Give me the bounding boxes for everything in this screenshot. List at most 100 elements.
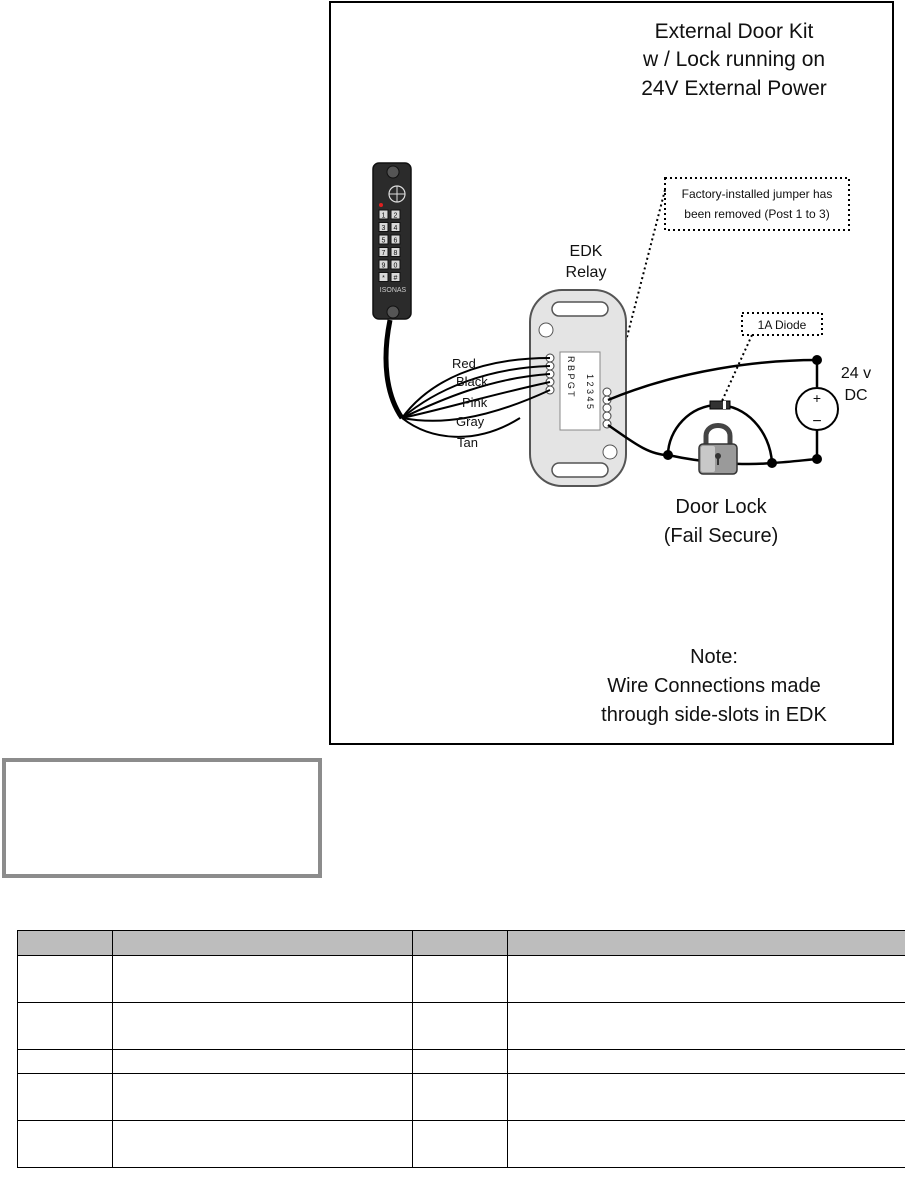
keypad-key bbox=[378, 247, 389, 257]
relay-label-line-1: EDK bbox=[570, 243, 603, 260]
table-header-cell bbox=[112, 930, 413, 956]
wire-label-tan: Tan bbox=[457, 435, 478, 450]
table-row bbox=[17, 1002, 905, 1050]
wire-label-gray: Gray bbox=[456, 414, 485, 429]
diode-callout-label: 1A Diode bbox=[758, 318, 807, 332]
relay-terminal-letters: R B P G T bbox=[566, 356, 576, 397]
title-line-1: External Door Kit bbox=[655, 20, 814, 43]
table-header-row bbox=[17, 930, 905, 956]
diode-leader-line bbox=[721, 334, 753, 402]
table-cell bbox=[112, 1049, 413, 1074]
table-cell bbox=[17, 1073, 113, 1121]
positive-wire bbox=[607, 358, 818, 402]
relay-label-line-2: Relay bbox=[566, 264, 607, 281]
screw-icon bbox=[602, 444, 618, 460]
keypad-key-label: 8 bbox=[394, 250, 398, 257]
table-row bbox=[17, 955, 905, 1003]
isonas-reader: 1 2 3 4 5 6 7 8 9 0 * # ISONAS bbox=[372, 162, 412, 320]
keypad-key bbox=[390, 272, 401, 282]
keypad-key bbox=[378, 209, 389, 220]
table-cell bbox=[412, 1120, 508, 1168]
lock-label-line-1: Door Lock bbox=[675, 496, 767, 518]
keypad-key bbox=[390, 259, 401, 270]
wire-label-black: Black bbox=[456, 374, 488, 389]
table-cell bbox=[412, 1073, 508, 1121]
table-cell bbox=[412, 955, 508, 1003]
junction-dot bbox=[663, 450, 673, 460]
table-cell bbox=[112, 1002, 413, 1050]
relay-bottom-slot bbox=[551, 462, 609, 478]
table-row bbox=[17, 1049, 905, 1074]
table-cell bbox=[507, 1120, 905, 1168]
screw-icon bbox=[386, 305, 400, 319]
keypad-key-label: 1 bbox=[382, 213, 386, 220]
table-header-cell bbox=[17, 930, 113, 956]
edk-relay: R B P G T 1 2 3 4 5 bbox=[529, 289, 627, 487]
keypad-key bbox=[390, 222, 401, 232]
wire-label-pink: Pink bbox=[462, 395, 488, 410]
table-cell bbox=[507, 1073, 905, 1121]
jumper-callout-box bbox=[664, 177, 850, 231]
lock-wire-from-relay bbox=[607, 423, 669, 457]
keypad-key bbox=[390, 247, 401, 257]
keypad-key-label: 5 bbox=[382, 238, 386, 245]
minus-sign-icon: − bbox=[812, 413, 821, 430]
table-cell bbox=[412, 1049, 508, 1074]
table-cell bbox=[17, 1002, 113, 1050]
table-cell bbox=[507, 1002, 905, 1050]
keypad-key bbox=[378, 234, 389, 245]
jumper-callout-line-2: been removed (Post 1 to 3) bbox=[684, 207, 829, 221]
lock-label-line-2: (Fail Secure) bbox=[664, 525, 778, 547]
table-cell bbox=[17, 1049, 113, 1074]
keypad-key-label: 9 bbox=[382, 263, 386, 270]
keypad-key-label: 7 bbox=[382, 250, 386, 257]
reader-brand: ISONAS bbox=[380, 287, 407, 294]
terminal-post-right-3 bbox=[602, 403, 612, 413]
keypad-key bbox=[390, 209, 401, 220]
empty-note-box bbox=[2, 758, 322, 878]
diode-icon bbox=[709, 400, 731, 410]
keypad-key-label: 0 bbox=[394, 263, 398, 270]
keypad-key bbox=[378, 259, 389, 270]
keypad-key-label: # bbox=[394, 275, 398, 282]
screw-icon bbox=[538, 322, 554, 338]
note-line-2: Wire Connections made bbox=[607, 675, 820, 697]
keypad-key-label: * bbox=[382, 275, 385, 282]
keypad-key bbox=[390, 234, 401, 245]
title-line-3: 24V External Power bbox=[641, 77, 827, 100]
terminal-post-right-4 bbox=[602, 411, 612, 421]
reader-cable bbox=[383, 319, 405, 420]
table-cell bbox=[112, 1120, 413, 1168]
table-cell bbox=[112, 955, 413, 1003]
keypad-key-label: 6 bbox=[394, 238, 398, 245]
screw-icon bbox=[386, 165, 400, 179]
table-cell bbox=[412, 1002, 508, 1050]
relay-terminal-numbers: 1 2 3 4 5 bbox=[585, 374, 595, 409]
table-cell bbox=[17, 955, 113, 1003]
keypad-key bbox=[378, 272, 389, 282]
table-row bbox=[17, 1120, 905, 1168]
note-line-3: through side-slots in EDK bbox=[601, 704, 827, 726]
table-cell bbox=[17, 1120, 113, 1168]
keypad-key-label: 3 bbox=[382, 225, 386, 232]
power-label-line-2: DC bbox=[844, 387, 867, 404]
keypad-key-label: 2 bbox=[394, 213, 398, 220]
relay-top-slot bbox=[551, 301, 609, 317]
keypad-key bbox=[378, 222, 389, 232]
table-row bbox=[17, 1073, 905, 1121]
diode-callout-box bbox=[741, 312, 823, 336]
keypad-key-label: 4 bbox=[394, 225, 398, 232]
reader-keypad: 1 2 3 4 5 6 7 8 9 0 * # bbox=[378, 209, 401, 282]
junction-dot bbox=[767, 458, 777, 468]
wiring-diagram: External Door Kit w / Lock running on 24… bbox=[329, 1, 894, 745]
plus-sign-icon: + bbox=[813, 390, 821, 406]
reader-wires bbox=[401, 357, 551, 438]
relay-terminal-label-panel bbox=[559, 351, 601, 431]
title-line-2: w / Lock running on bbox=[642, 48, 825, 71]
wire-label-red: Red bbox=[452, 356, 476, 371]
led-indicator bbox=[379, 203, 383, 207]
table-header-cell bbox=[507, 930, 905, 956]
table-cell bbox=[507, 1049, 905, 1074]
table-cell bbox=[507, 955, 905, 1003]
power-label-line-1: 24 v bbox=[841, 365, 871, 382]
